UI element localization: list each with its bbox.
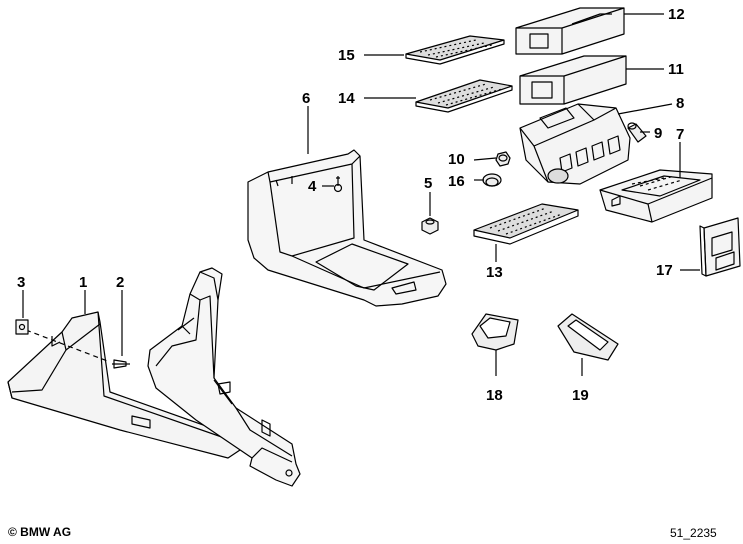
part-labels: 1 2 3 4 5 6 7 8 9 10 16 11 12 13 14 15 1… bbox=[17, 6, 685, 404]
label-part-13: 13 bbox=[486, 264, 503, 281]
part-7-shift-cover bbox=[599, 169, 713, 223]
part-11-tray bbox=[519, 55, 627, 105]
part-4-screw bbox=[333, 176, 343, 193]
part-9-bulb-holder bbox=[627, 122, 647, 143]
label-part-9: 9 bbox=[654, 125, 662, 142]
label-part-14: 14 bbox=[338, 90, 355, 107]
label-part-5: 5 bbox=[424, 175, 432, 192]
part-15-mat bbox=[405, 35, 505, 65]
label-part-18: 18 bbox=[486, 387, 503, 404]
label-part-16: 16 bbox=[448, 173, 465, 190]
part-16-grommet bbox=[482, 173, 502, 187]
label-part-11: 11 bbox=[668, 61, 684, 78]
label-part-8: 8 bbox=[676, 95, 684, 112]
part-17-bracket bbox=[699, 217, 741, 277]
label-part-3: 3 bbox=[17, 274, 25, 291]
label-part-19: 19 bbox=[572, 387, 589, 404]
label-part-1: 1 bbox=[79, 274, 87, 291]
part-3-clip bbox=[15, 319, 29, 335]
part-2-screw bbox=[112, 359, 130, 369]
part-10-clip bbox=[495, 151, 511, 167]
center-lower-trim bbox=[147, 267, 301, 487]
diagram-id: 51_2235 bbox=[670, 526, 717, 540]
part-1-left-trim bbox=[7, 311, 241, 459]
leader-lines bbox=[22, 13, 700, 376]
dashed-guide-line bbox=[25, 329, 111, 363]
label-part-17: 17 bbox=[656, 262, 673, 279]
label-part-7: 7 bbox=[676, 126, 684, 143]
part-18-cup-insert bbox=[471, 313, 519, 351]
label-part-15: 15 bbox=[338, 47, 355, 64]
label-part-2: 2 bbox=[116, 274, 124, 291]
part-6-console-frame bbox=[247, 149, 447, 307]
copyright-text: © BMW AG bbox=[8, 525, 72, 539]
label-part-10: 10 bbox=[448, 151, 465, 168]
part-5-nut bbox=[421, 217, 439, 235]
label-part-4: 4 bbox=[308, 178, 317, 195]
part-8-switch-housing bbox=[519, 103, 631, 185]
part-19-coin-tray bbox=[557, 313, 619, 361]
label-part-12: 12 bbox=[668, 6, 685, 23]
label-part-6: 6 bbox=[302, 90, 310, 107]
part-13-mat bbox=[473, 203, 579, 245]
part-12-tray bbox=[515, 7, 625, 55]
part-14-mat bbox=[415, 79, 513, 113]
